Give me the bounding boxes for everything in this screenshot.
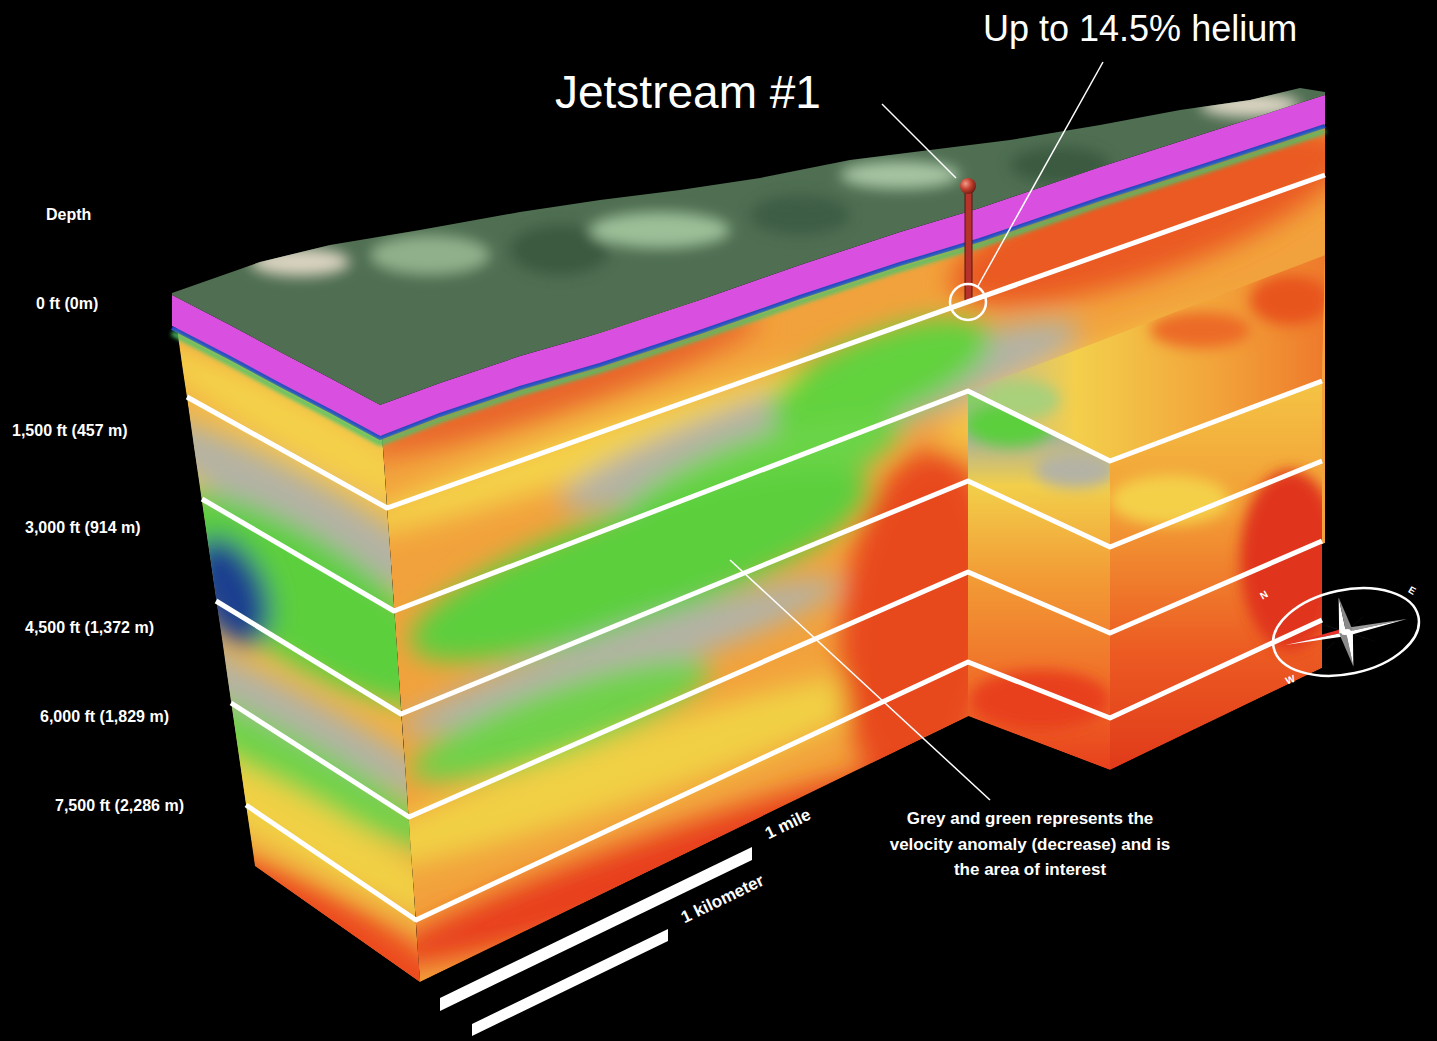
leader-line [882,104,956,178]
annotation-note: Grey and green represents the velocity a… [880,806,1180,883]
label-anchor: 0 ft (0m) [36,295,98,313]
target-circle [950,284,986,320]
well-name: Jetstream #1 [555,66,821,119]
terrain-surface [150,60,1350,420]
compass-letter: E [1406,584,1418,597]
scale-bar [440,847,752,1011]
callout-text: Up to 14.5% helium [983,8,1297,49]
label-anchor: 7,500 ft (2,286 m) [55,797,184,815]
well-head [960,178,976,194]
scale-bar [472,929,668,1036]
step-front-face [1110,381,1340,770]
label-anchor: Depth [46,206,91,224]
depth-label: 1,500 ft (457 m) [12,422,128,440]
leader-line [978,62,1103,286]
label-anchor: 4,500 ft (1,372 m) [25,619,154,637]
leader-line [730,560,990,800]
label-anchor: Grey and green represents the velocity a… [880,806,1180,883]
label-anchor: Up to 14.5% helium [983,8,1297,49]
label-anchor: E [1406,584,1418,597]
depth-label: 7,500 ft (2,286 m) [55,797,184,815]
axis-title: Depth [46,206,91,224]
depth-label: 3,000 ft (914 m) [25,519,141,537]
depth-lines [187,175,1325,920]
compass-rose [1265,576,1427,689]
label-anchor: 3,000 ft (914 m) [25,519,141,537]
label-anchor: 6,000 ft (1,829 m) [40,708,169,726]
depth-label: 0 ft (0m) [36,295,98,313]
depth-label: 6,000 ft (1,829 m) [40,708,169,726]
depth-label: 4,500 ft (1,372 m) [25,619,154,637]
label-anchor: 1,500 ft (457 m) [12,422,128,440]
label-anchor: Jetstream #1 [555,66,821,119]
